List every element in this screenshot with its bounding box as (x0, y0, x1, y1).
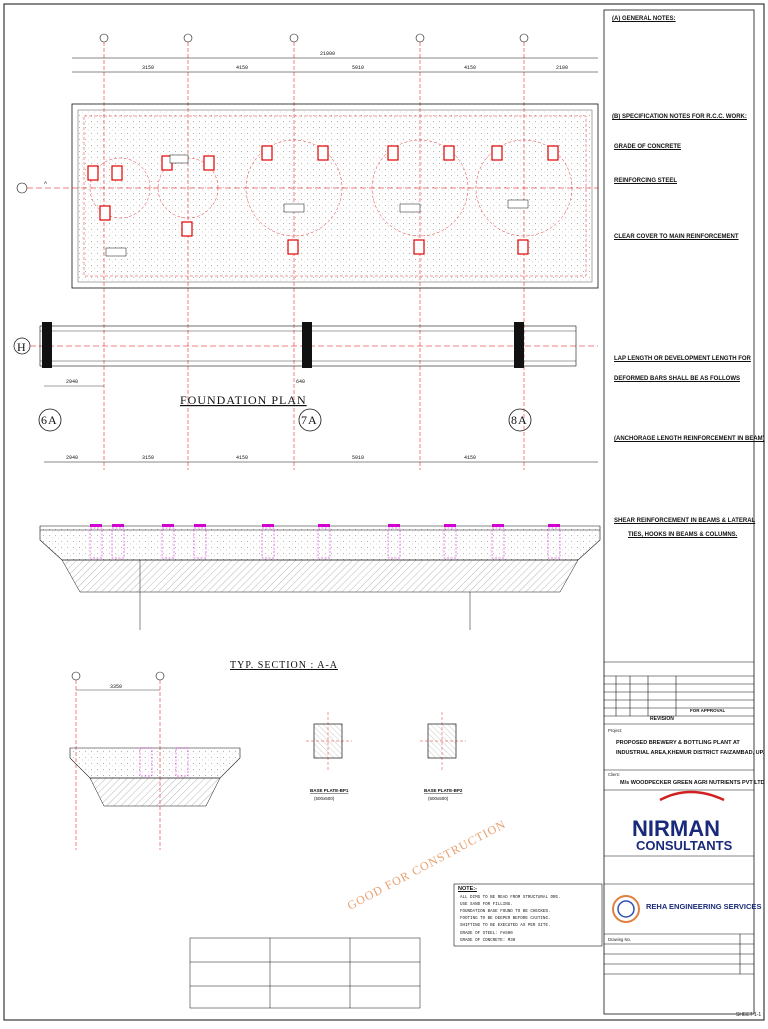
note-item-4: FOOTING TO BE DEEPER BEFORE CASTING. (460, 917, 551, 921)
grade-title: GRADE OF CONCRETE (614, 144, 682, 150)
consultant-sub: CONSULTANTS (636, 838, 733, 853)
grid-number-7a: 7A (301, 413, 318, 427)
rcc-notes-title: (B) SPECIFICATION NOTES FOR R.C.C. WORK: (612, 114, 747, 120)
note-item-3: FOUNDATION BASE FOUND TO BE CHECKED. (460, 910, 551, 914)
shear-title-2: TIES, HOOKS IN BEAMS & COLUMNS. (628, 532, 738, 538)
note-item-5: SHIFTING TO BE EXECUTED AS PER SITE. (460, 924, 551, 928)
span-dim-2: 4150 (236, 65, 248, 71)
project-label: Project: (608, 728, 623, 733)
note-item-1: ALL DIMS TO BE READ FROM STRUCTURAL DRG. (460, 896, 561, 900)
sheet-number: SHEET 1-1 (736, 1012, 762, 1018)
shear-title: SHEAR REINFORCEMENT IN BEAMS & LATERAL (614, 518, 756, 524)
client-name: M/s WOODPECKER GREEN AGRI NUTRIENTS PVT … (620, 780, 765, 786)
title-block-grid (604, 661, 754, 975)
foundation-plan: 21000 3150 4150 5010 4150 2100 A (13, 33, 599, 470)
section-dim-2: 3150 (142, 455, 154, 461)
project-line-2: INDUSTRIAL AREA,KHEMUR DISTRICT FAIZAMBA… (616, 750, 765, 756)
section-dim-3: 4150 (236, 455, 248, 461)
reha-logo (612, 895, 640, 923)
status-label: FOR APPROVAL (690, 708, 726, 713)
empty-table (189, 937, 421, 1009)
nirman-logo: NIRMAN CONSULTANTS (632, 790, 733, 853)
base-plate-1-label: BASE PLATE-BP1 (310, 788, 349, 793)
mid-dimension: 640 (296, 379, 305, 385)
span-dim-4: 4150 (464, 65, 476, 71)
note-grade-steel: GRADE OF STEEL: Fe500 (460, 932, 513, 936)
section-dim-4: 5010 (352, 455, 364, 461)
section-a-a: 2940 3150 4150 5010 4150 TYP. SECTION : … (39, 455, 601, 671)
note-grade-concrete: GRADE OF CONCRETE: M30 (460, 939, 516, 943)
grid-number-6a: 6A (41, 413, 58, 427)
drawing-no-label: Drawing No. (608, 937, 632, 942)
detail-dimension: 3350 (110, 684, 122, 690)
title-panel-border (603, 9, 755, 1015)
revision-header: REVISION (650, 716, 674, 722)
span-dim-3: 5010 (352, 65, 364, 71)
lap-title-2: DEFORMED BARS SHALL BE AS FOLLOWS (614, 376, 740, 382)
grid-letter-a: A (44, 180, 47, 185)
client-label: Client: (608, 772, 620, 777)
outer-border (3, 3, 765, 1021)
overall-dimension: 21000 (320, 51, 335, 57)
detail-section: 3350 (69, 671, 241, 850)
span-dim-1: 3150 (142, 65, 154, 71)
lap-title: LAP LENGTH OR DEVELOPMENT LENGTH FOR (614, 356, 751, 362)
base-plate-2-size: (500x500) (428, 796, 449, 801)
section-dim-5: 4150 (464, 455, 476, 461)
side-dimension: 2940 (66, 379, 78, 385)
base-plate-details: BASE PLATE-BP1 (500x500) BASE PLATE-BP2 … (306, 712, 466, 801)
project-line-1: PROPOSED BREWERY & BOTTLING PLANT AT (616, 740, 740, 746)
span-dim-5: 2100 (556, 65, 568, 71)
section-title: TYP. SECTION : A-A (230, 660, 338, 671)
plan-title: FOUNDATION PLAN (180, 393, 307, 407)
base-plate-1-size: (500x500) (314, 796, 335, 801)
section-dim-1: 2940 (66, 455, 78, 461)
consultant-name: NIRMAN (632, 816, 720, 841)
cover-title: CLEAR COVER TO MAIN REINFORCEMENT (614, 234, 739, 240)
engineer-name: REHA ENGINEERING SERVICES (646, 902, 762, 911)
grid-number-8a: 8A (511, 413, 528, 427)
note-box-title: NOTE:- (458, 886, 477, 892)
steel-title: REINFORCING STEEL (614, 178, 678, 184)
note-item-2: USE SAND FOR FILLING. (460, 903, 513, 907)
general-notes-title: (A) GENERAL NOTES: (612, 16, 676, 22)
base-plate-2-label: BASE PLATE-BP2 (424, 788, 463, 793)
note-box-border (453, 883, 603, 947)
grid-letter-h: H (17, 340, 27, 354)
anchorage-title: (ANCHORAGE LENGTH REINFORCEMENT IN BEAM) (614, 436, 765, 442)
